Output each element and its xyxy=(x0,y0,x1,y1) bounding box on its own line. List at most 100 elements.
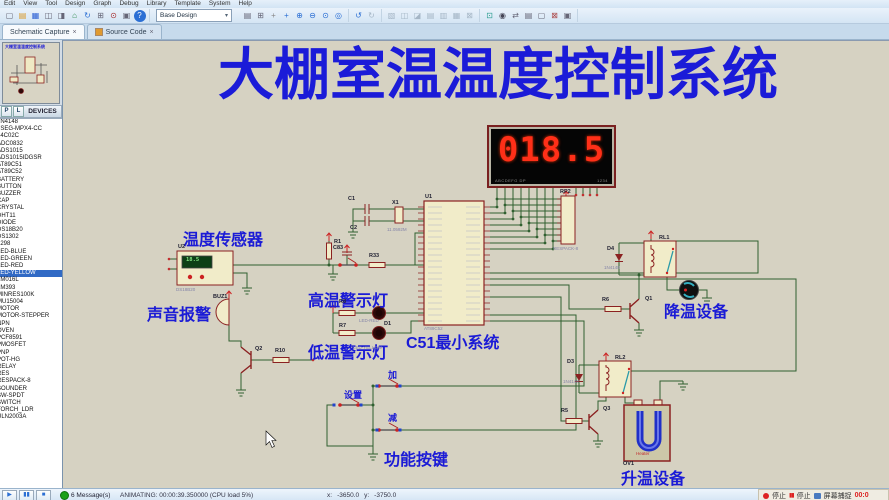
device-item-ads1015idgsr[interactable]: ADS1015IDGSR xyxy=(0,155,42,162)
tab-source-code[interactable]: Source Code × xyxy=(86,24,162,39)
goto-sheet-icon[interactable]: ▣ xyxy=(563,10,572,20)
device-item-at89c52[interactable]: AT89C52 xyxy=(0,169,22,176)
device-item-lm016l[interactable]: LM016L xyxy=(0,277,19,284)
copy-icon[interactable]: ◫ xyxy=(400,10,409,20)
open-folder-icon[interactable]: ▤ xyxy=(18,10,27,20)
device-item-battery[interactable]: BATTERY xyxy=(0,176,25,183)
remove-sheet-icon[interactable]: ⊠ xyxy=(551,10,558,20)
device-item-diode[interactable]: DIODE xyxy=(0,219,17,226)
block-delete-icon[interactable]: ⊠ xyxy=(466,10,473,20)
stop-simulation-button[interactable]: ■ xyxy=(36,489,51,500)
export-icon[interactable]: ◨ xyxy=(57,10,66,20)
recorder-stop-label[interactable]: 停止 xyxy=(772,492,786,500)
close-icon[interactable]: × xyxy=(149,28,154,36)
menu-view[interactable]: View xyxy=(23,0,38,7)
cut-icon[interactable]: ▧ xyxy=(387,10,396,20)
device-item-1n4148[interactable]: 1N4148 xyxy=(0,119,19,125)
zoom-area-icon[interactable]: ⊙ xyxy=(322,10,329,20)
device-item-respack-8[interactable]: RESPACK-8 xyxy=(0,378,31,385)
import-icon[interactable]: ◫ xyxy=(44,10,53,20)
device-item-mu15004[interactable]: MU15004 xyxy=(0,299,24,306)
design-explorer-icon[interactable]: ▤ xyxy=(524,10,533,20)
device-item-led-blue[interactable]: LED-BLUE xyxy=(0,248,27,255)
device-item-led-yellow[interactable]: LED-YELLOW xyxy=(0,270,62,278)
property-assignment-icon[interactable]: ⇄ xyxy=(512,10,519,20)
new-sheet-icon[interactable]: ▢ xyxy=(537,10,546,20)
save-icon[interactable]: ▦ xyxy=(31,10,40,20)
undo-icon[interactable]: ↺ xyxy=(355,10,362,20)
menu-design[interactable]: Design xyxy=(65,0,86,7)
new-file-icon[interactable]: ▢ xyxy=(5,10,14,20)
device-item-crystal[interactable]: CRYSTAL xyxy=(0,205,25,212)
redraw-icon[interactable]: ↻ xyxy=(84,10,91,20)
device-item-minres100k[interactable]: MINRES100K xyxy=(0,291,35,298)
device-item-oven[interactable]: OVEN xyxy=(0,327,15,334)
pick-parts-icon[interactable]: ⊡ xyxy=(486,10,493,20)
device-item-l298[interactable]: L298 xyxy=(0,241,11,248)
origin-icon[interactable]: ⊙ xyxy=(110,10,117,20)
menu-template[interactable]: Template xyxy=(174,0,201,7)
find-component-icon[interactable]: ◉ xyxy=(499,10,506,20)
record-stop-icon[interactable] xyxy=(763,492,769,499)
device-item-res[interactable]: RES xyxy=(0,371,10,378)
menu-graph[interactable]: Graph xyxy=(93,0,112,7)
device-item-pot-hg[interactable]: POT-HG xyxy=(0,356,21,363)
device-item-cap[interactable]: CAP xyxy=(0,198,10,205)
device-item-24c02c[interactable]: 24C02C xyxy=(0,133,20,140)
device-item-pmosfet[interactable]: PMOSFET xyxy=(0,342,27,349)
device-item-pnp[interactable]: PNP xyxy=(0,349,10,356)
paste-icon[interactable]: ◪ xyxy=(413,10,422,20)
recorder-pause-label[interactable]: 停止 xyxy=(796,492,811,500)
pause-simulation-button[interactable]: ▮▮ xyxy=(19,489,34,500)
grid-toggle-icon[interactable]: ⊞ xyxy=(257,10,264,20)
device-item-ads1015[interactable]: ADS1015 xyxy=(0,147,23,154)
device-item-npn[interactable]: NPN xyxy=(0,320,10,327)
device-item-torch_ldr[interactable]: TORCH_LDR xyxy=(0,407,34,414)
menu-debug[interactable]: Debug xyxy=(119,0,139,7)
zoom-cursor-icon[interactable]: + xyxy=(284,10,289,20)
run-simulation-button[interactable]: ▶ xyxy=(2,489,17,500)
center-icon[interactable]: + xyxy=(271,10,276,20)
design-selector[interactable]: Base Design xyxy=(156,9,232,22)
device-item-button[interactable]: BUTTON xyxy=(0,183,22,190)
device-item-sw-spdt[interactable]: SW-SPDT xyxy=(0,392,25,399)
device-item-7seg-mpx4-cc[interactable]: 7SEG-MPX4-CC xyxy=(0,126,43,133)
menu-library[interactable]: Library xyxy=(146,0,167,7)
block-copy-icon[interactable]: ▤ xyxy=(426,10,435,20)
sheet-icon[interactable]: ▤ xyxy=(243,10,252,20)
message-area[interactable]: 6 Message(s) xyxy=(60,489,110,500)
zoom-all-icon[interactable]: ◎ xyxy=(335,10,342,20)
device-item-buzzer[interactable]: BUZZER xyxy=(0,191,21,198)
library-button[interactable]: L xyxy=(13,106,24,117)
device-item-motor[interactable]: MOTOR xyxy=(0,306,20,313)
block-move-icon[interactable]: ▥ xyxy=(439,10,448,20)
record-pause-icon[interactable]: ▮▮ xyxy=(789,493,795,499)
menu-tool[interactable]: Tool xyxy=(45,0,58,7)
menu-edit[interactable]: Edit xyxy=(4,0,16,7)
device-item-ds1302[interactable]: DS1302 xyxy=(0,234,19,241)
settings-icon[interactable]: ▣ xyxy=(122,10,131,20)
device-item-sounder[interactable]: SOUNDER xyxy=(0,385,28,392)
zoom-out-icon[interactable]: ⊖ xyxy=(309,10,316,20)
block-rotate-icon[interactable]: ▦ xyxy=(452,10,461,20)
device-item-pcf8591[interactable]: PCF8591 xyxy=(0,335,23,342)
device-item-ds18b20[interactable]: DS18B20 xyxy=(0,227,23,234)
redo-icon[interactable]: ↻ xyxy=(368,10,375,20)
device-item-motor-stepper[interactable]: MOTOR-STEPPER xyxy=(0,313,50,320)
device-item-relay[interactable]: RELAY xyxy=(0,363,17,370)
menu-system[interactable]: System xyxy=(208,0,231,7)
device-item-led-red[interactable]: LED-RED xyxy=(0,263,24,270)
home-icon[interactable]: ⌂ xyxy=(72,10,77,20)
schematic-canvas[interactable]: 大棚室温温度控制系统 018.5 ABCDEFG DP 1234 温度传感器声音… xyxy=(63,40,889,488)
device-list[interactable]: 1N41487SEG-MPX4-CC24C02CADC0832ADS1015AD… xyxy=(0,118,62,488)
device-item-switch[interactable]: SWITCH xyxy=(0,399,21,406)
device-item-dht11[interactable]: DHT11 xyxy=(0,212,16,219)
schematic-preview[interactable]: 大棚室温温度控制系统 xyxy=(2,42,60,104)
device-item-adc0832[interactable]: ADC0832 xyxy=(0,140,24,147)
help-icon[interactable]: ? xyxy=(133,9,146,22)
pick-device-button[interactable]: P xyxy=(1,106,12,117)
device-item-led-green[interactable]: LED-GREEN xyxy=(0,255,33,262)
device-item-uln2003a[interactable]: ULN2003A xyxy=(0,414,27,421)
device-item-at89c51[interactable]: AT89C51 xyxy=(0,162,22,169)
